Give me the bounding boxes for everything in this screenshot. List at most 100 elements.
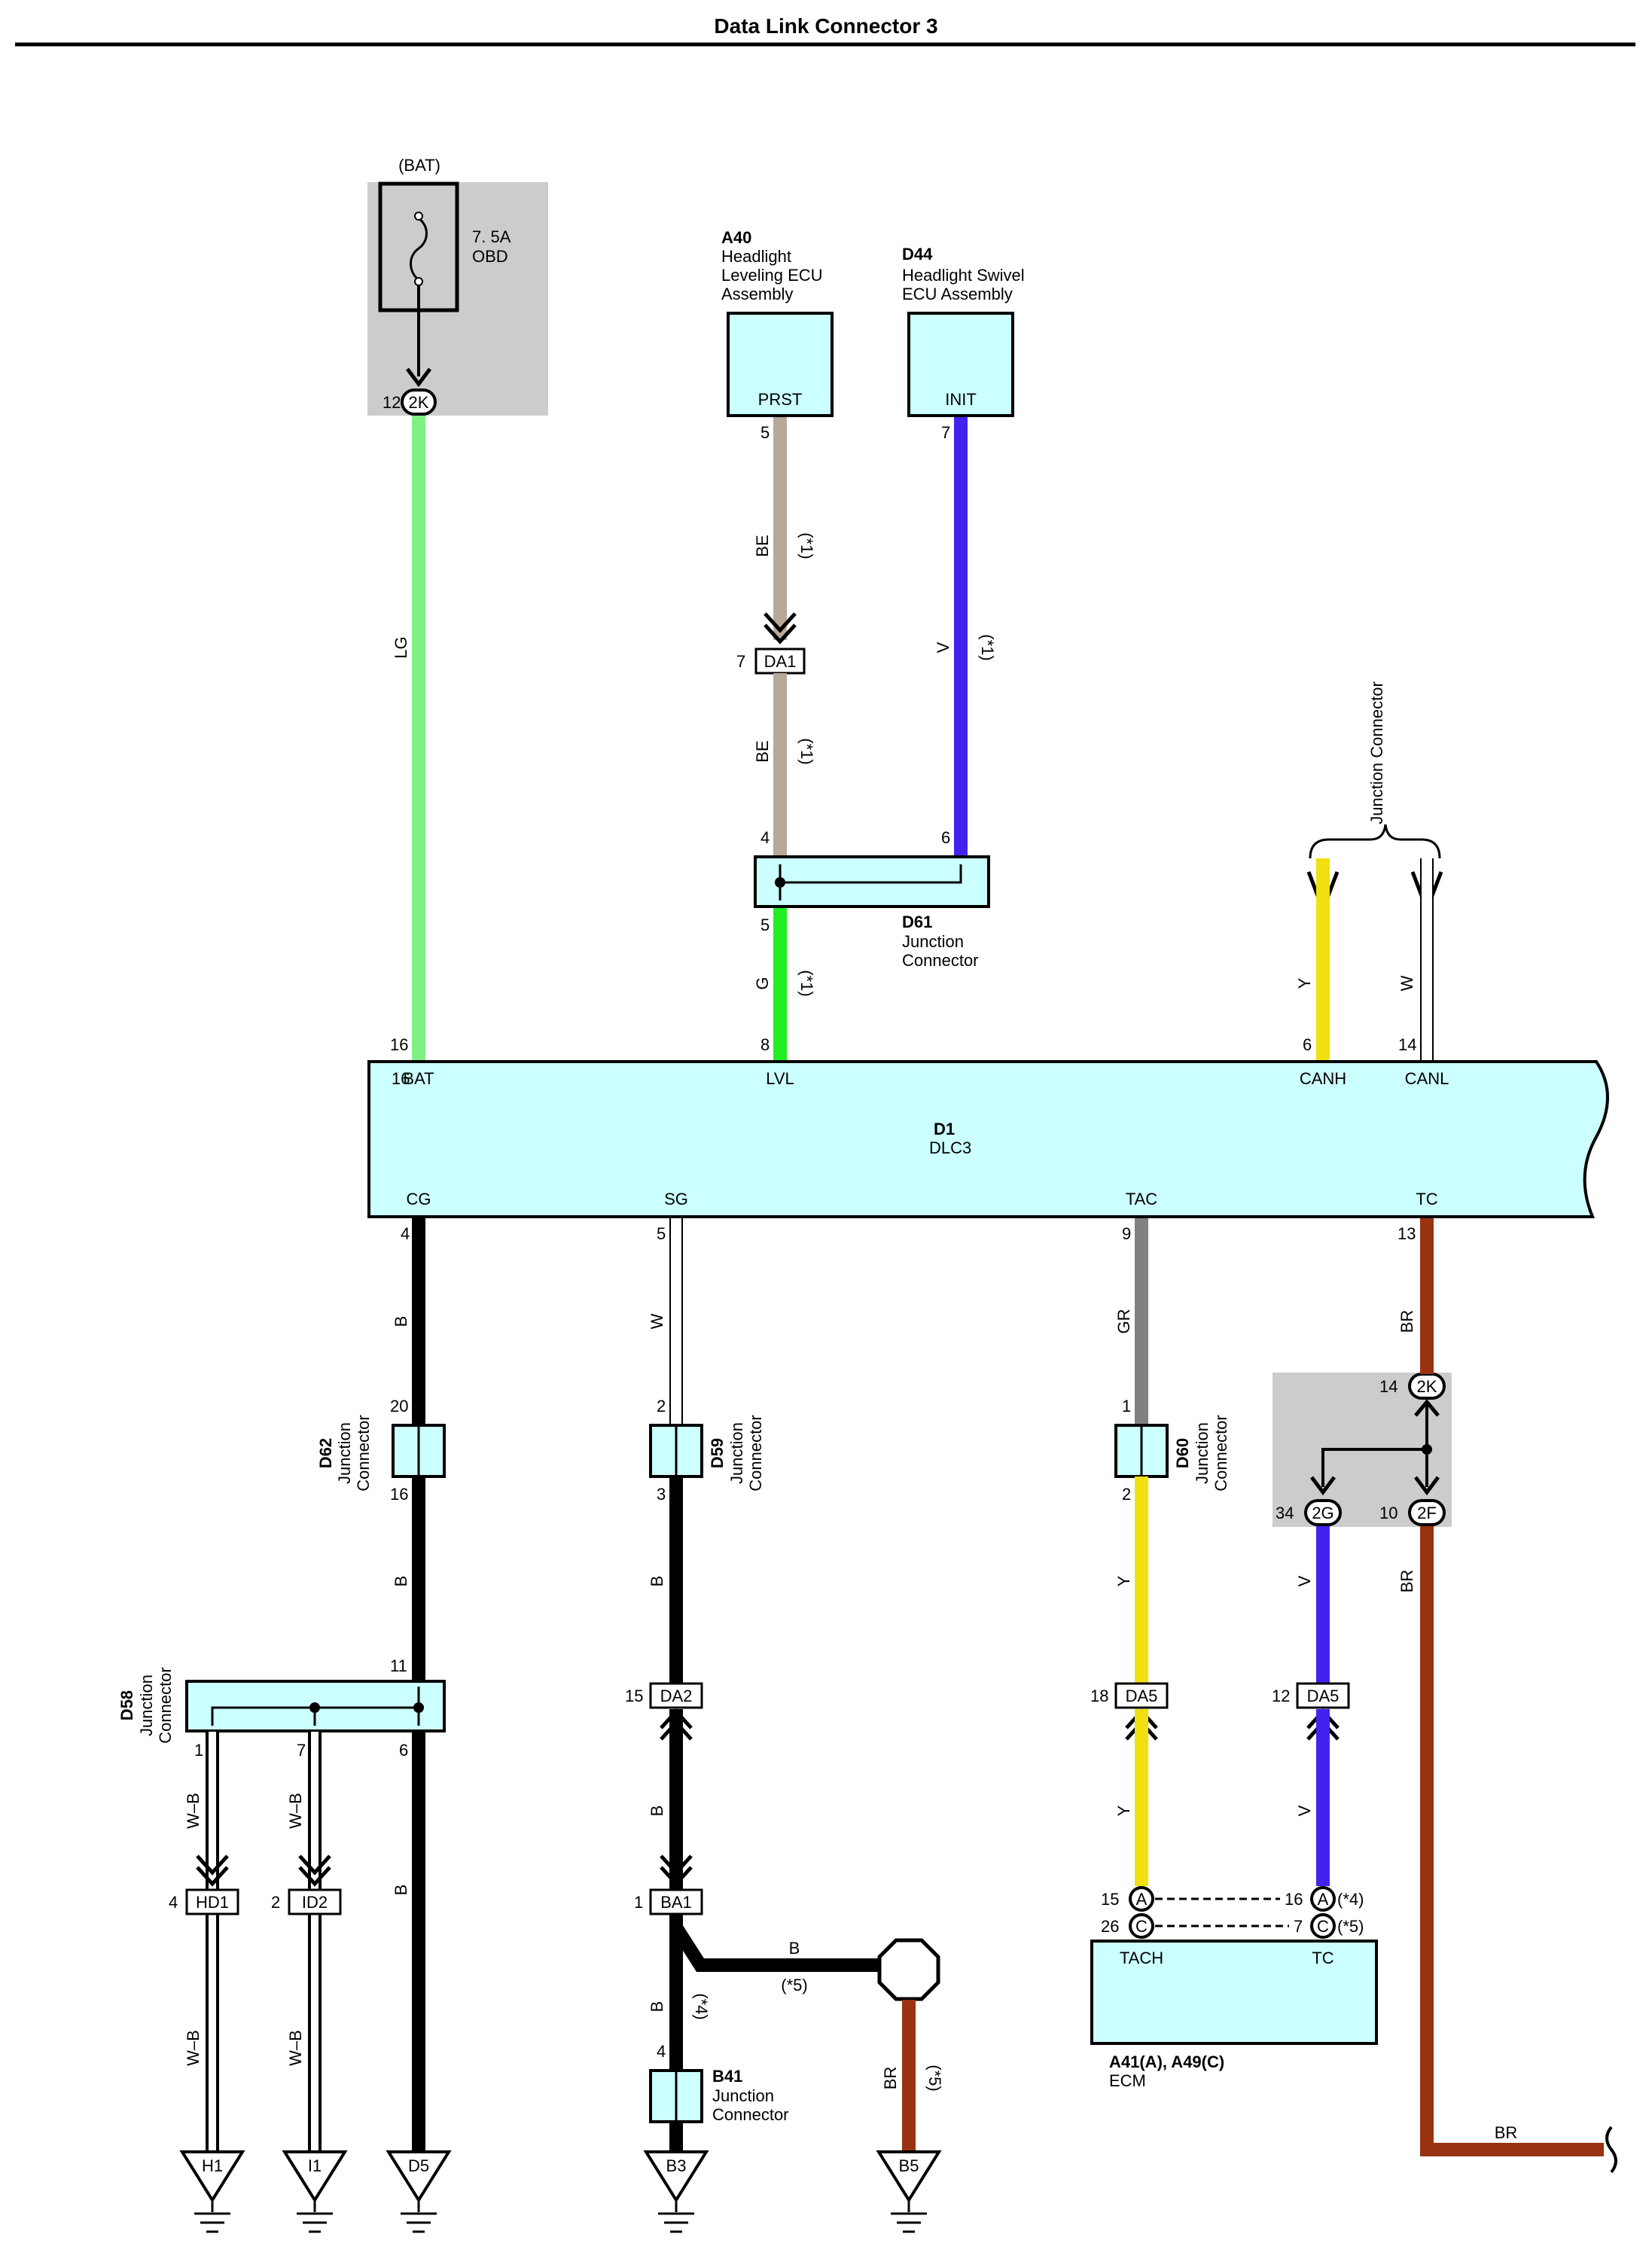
ground-h1-icon: H1: [179, 2150, 245, 2233]
svg-text:DA5: DA5: [1307, 1687, 1340, 1705]
svg-text:2F: 2F: [1417, 1504, 1437, 1522]
svg-text:2K: 2K: [1417, 1377, 1437, 1396]
svg-text:Connector: Connector: [1212, 1415, 1230, 1492]
svg-text:26: 26: [1101, 1917, 1119, 1936]
svg-text:(*1): (*1): [797, 738, 816, 764]
svg-text:C: C: [1135, 1917, 1148, 1936]
svg-text:B41: B41: [712, 2067, 742, 2086]
svg-text:W–B: W–B: [184, 1793, 203, 1829]
ground-label: H1: [202, 2156, 223, 2175]
d44-box: [907, 312, 1014, 417]
svg-text:(*1): (*1): [797, 532, 816, 559]
svg-text:Y: Y: [1295, 977, 1314, 989]
ground-i1-icon: I1: [282, 2150, 348, 2233]
svg-text:B: B: [648, 1806, 666, 1817]
svg-text:(*4): (*4): [1337, 1890, 1364, 1909]
svg-text:2: 2: [271, 1893, 280, 1912]
svg-text:W: W: [1397, 975, 1416, 991]
fuse-rating: 7. 5A: [472, 227, 511, 246]
svg-text:Connector: Connector: [902, 951, 979, 970]
svg-text:A: A: [1318, 1890, 1329, 1909]
svg-text:B: B: [392, 1316, 410, 1327]
svg-text:W: W: [648, 1313, 666, 1329]
d1-pin-cg: 4: [401, 1224, 410, 1243]
svg-text:7: 7: [1294, 1917, 1303, 1936]
svg-text:7: 7: [941, 423, 950, 442]
connector-hd1: [185, 1888, 239, 1915]
component-d59: 2 3 D59 Junction Connector: [649, 1397, 765, 1504]
d1-term-canh: CANH: [1300, 1069, 1346, 1088]
svg-text:ECU Assembly: ECU Assembly: [902, 285, 1013, 303]
svg-text:15: 15: [1101, 1890, 1119, 1909]
svg-text:7: 7: [297, 1741, 306, 1760]
svg-text:ID2: ID2: [302, 1893, 328, 1912]
component-b41: 4 B41 Junction Connector: [649, 2042, 789, 2124]
component-d58: 11 1 7 6 D58 Junction Connector: [117, 1656, 446, 1760]
svg-text:Y: Y: [1114, 1575, 1133, 1586]
d1-code: D1: [934, 1120, 955, 1138]
svg-text:(*1): (*1): [797, 970, 816, 996]
svg-text:DA5: DA5: [1126, 1687, 1158, 1705]
component-ecm: A 15 C 26 A 16 (*4) C 7 (*5) TACH TC A41…: [1090, 1886, 1378, 2090]
fuse-pin: 12: [383, 393, 401, 412]
svg-text:BR: BR: [1397, 1570, 1416, 1593]
svg-text:Junction: Junction: [137, 1675, 156, 1736]
svg-text:2: 2: [657, 1397, 666, 1415]
d1-term-tac: TAC: [1126, 1190, 1157, 1208]
svg-text:(*4): (*4): [692, 1993, 711, 2019]
svg-text:20: 20: [390, 1397, 408, 1415]
svg-text:G: G: [753, 977, 772, 989]
svg-text:A40: A40: [721, 228, 751, 247]
svg-text:15: 15: [625, 1687, 643, 1705]
component-d44: D44 Headlight Swivel ECU Assembly INIT 7: [902, 245, 1025, 442]
svg-text:BA1: BA1: [660, 1893, 692, 1912]
component-a40: A40 Headlight Leveling ECU Assembly PRST…: [721, 228, 834, 442]
svg-text:V: V: [934, 641, 952, 653]
fuse-name: OBD: [472, 247, 508, 266]
svg-text:B: B: [648, 2001, 666, 2013]
svg-text:16: 16: [390, 1485, 408, 1504]
svg-text:1: 1: [634, 1893, 643, 1912]
connector-da2: [649, 1682, 703, 1709]
svg-text:Leveling ECU: Leveling ECU: [721, 266, 823, 285]
svg-text:1: 1: [194, 1741, 203, 1760]
svg-text:TACH: TACH: [1120, 1949, 1163, 1967]
svg-text:Junction: Junction: [727, 1422, 746, 1484]
component-d62: 20 16 D62 Junction Connector: [316, 1397, 446, 1504]
svg-text:(*1): (*1): [978, 634, 997, 660]
connector-da1: [754, 648, 806, 675]
svg-text:ECM: ECM: [1109, 2071, 1146, 2090]
svg-text:DA1: DA1: [764, 652, 797, 671]
svg-text:A41(A), A49(C): A41(A), A49(C): [1109, 2052, 1224, 2071]
ground-label: D5: [408, 2156, 429, 2175]
d1-term-lvl: LVL: [766, 1069, 794, 1088]
component-d60: 1 2 D60 Junction Connector: [1114, 1397, 1230, 1504]
wire-label-lg: LG: [392, 636, 410, 658]
svg-text:Junction: Junction: [712, 2086, 774, 2105]
svg-text:6: 6: [941, 828, 950, 847]
svg-text:18: 18: [1090, 1687, 1108, 1705]
connector-id2: [288, 1888, 342, 1915]
svg-text:DA2: DA2: [660, 1687, 693, 1705]
ground-b5-icon: B5: [876, 2150, 942, 2233]
d1-pin-bat: 16: [390, 1035, 408, 1054]
d1-pin-tc: 13: [1397, 1224, 1416, 1243]
d1-name: DLC3: [929, 1138, 971, 1157]
svg-text:(*5): (*5): [925, 2065, 944, 2091]
ground-b3-icon: B3: [643, 2150, 709, 2233]
component-d61: D61 Junction Connector 5: [754, 855, 990, 970]
fuse-connector-badge: [401, 389, 437, 416]
svg-text:C: C: [1317, 1917, 1329, 1936]
svg-text:4: 4: [657, 2042, 666, 2061]
svg-text:Connector: Connector: [354, 1415, 373, 1492]
d1-term-canl: CANL: [1405, 1069, 1449, 1088]
svg-text:Connector: Connector: [712, 2105, 789, 2124]
svg-text:5: 5: [760, 423, 770, 442]
page-title: Data Link Connector 3: [714, 14, 937, 38]
d1-pin-tac: 9: [1122, 1224, 1131, 1243]
svg-text:BR: BR: [1397, 1310, 1416, 1333]
d1-pin-canl: 14: [1398, 1035, 1416, 1054]
svg-text:V: V: [1295, 1575, 1314, 1586]
svg-text:INIT: INIT: [945, 390, 977, 409]
svg-text:D61: D61: [902, 913, 932, 931]
